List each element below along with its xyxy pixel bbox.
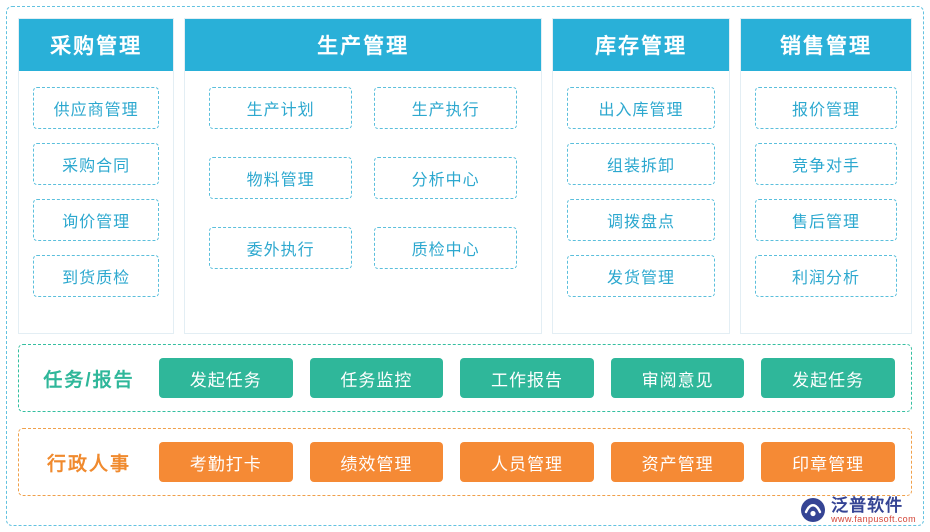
watermark-logo: 泛普软件 www.fanpusoft.com	[800, 495, 916, 524]
pill-review-comments[interactable]: 审阅意见	[610, 358, 745, 398]
module-item-competitor[interactable]: 竞争对手	[754, 143, 897, 185]
module-title-sales: 销售管理	[740, 19, 911, 71]
watermark-name: 泛普软件	[831, 495, 904, 515]
watermark-url: www.fanpusoft.com	[831, 513, 916, 524]
pill-create-task[interactable]: 发起任务	[159, 358, 293, 398]
module-production: 生产管理 生产计划 生产执行 物料管理 分析中心 委外执行 质检中心	[184, 18, 543, 334]
module-inventory: 库存管理 出入库管理 组装拆卸 调拨盘点 发货管理	[552, 18, 730, 334]
fanpu-logo-icon	[800, 497, 826, 523]
module-item-production-execution[interactable]: 生产执行	[374, 87, 518, 129]
module-title-production: 生产管理	[185, 19, 542, 71]
pill-personnel[interactable]: 人员管理	[460, 442, 594, 482]
outer-dashed-frame	[6, 6, 924, 526]
pill-seal-management[interactable]: 印章管理	[761, 442, 895, 482]
pill-attendance[interactable]: 考勤打卡	[159, 442, 293, 482]
module-title-purchase: 采购管理	[19, 19, 174, 71]
module-item-quotation[interactable]: 报价管理	[754, 87, 897, 129]
module-item-warehouse-inout[interactable]: 出入库管理	[567, 87, 715, 129]
module-item-transfer-stocktake[interactable]: 调拨盘点	[567, 199, 715, 241]
module-item-production-plan[interactable]: 生产计划	[209, 87, 353, 129]
pill-performance[interactable]: 绩效管理	[309, 442, 444, 482]
pill-asset-management[interactable]: 资产管理	[610, 442, 745, 482]
module-item-quality-center[interactable]: 质检中心	[374, 227, 518, 269]
band-label-admin-hr: 行政人事	[46, 453, 131, 475]
module-item-outsourcing[interactable]: 委外执行	[209, 227, 353, 269]
band-items-admin-hr: 考勤打卡 绩效管理 人员管理 资产管理 印章管理	[159, 442, 911, 482]
module-body-purchase: 供应商管理 采购合同 询价管理 到货质检	[19, 71, 173, 333]
band-items-task-report: 发起任务 任务监控 工作报告 审阅意见 发起任务	[159, 358, 911, 398]
module-item-after-sales[interactable]: 售后管理	[754, 199, 897, 241]
watermark-text: 泛普软件 www.fanpusoft.com	[831, 495, 916, 524]
module-body-sales: 报价管理 竞争对手 售后管理 利润分析	[741, 71, 911, 333]
band-task-report: 任务/报告 发起任务 任务监控 工作报告 审阅意见 发起任务	[18, 344, 912, 412]
module-item-inquiry[interactable]: 询价管理	[33, 199, 160, 241]
module-title-inventory: 库存管理	[553, 19, 729, 71]
pill-create-task-2[interactable]: 发起任务	[761, 358, 895, 398]
module-item-analysis-center[interactable]: 分析中心	[374, 157, 518, 199]
module-item-purchase-contract[interactable]: 采购合同	[33, 143, 160, 185]
module-item-assembly[interactable]: 组装拆卸	[567, 143, 715, 185]
module-item-arrival-inspection[interactable]: 到货质检	[33, 255, 160, 297]
module-item-profit-analysis[interactable]: 利润分析	[754, 255, 897, 297]
band-label-task-report: 任务/报告	[43, 369, 135, 391]
pill-work-report[interactable]: 工作报告	[460, 358, 594, 398]
module-body-production: 生产计划 生产执行 物料管理 分析中心 委外执行 质检中心	[185, 71, 541, 333]
module-sales: 销售管理 报价管理 竞争对手 售后管理 利润分析	[739, 18, 912, 334]
module-body-inventory: 出入库管理 组装拆卸 调拨盘点 发货管理	[553, 71, 729, 333]
module-columns: 采购管理 供应商管理 采购合同 询价管理 到货质检 生产管理 生产计划 生产执行…	[18, 18, 912, 334]
pill-task-monitor[interactable]: 任务监控	[309, 358, 444, 398]
module-purchase: 采购管理 供应商管理 采购合同 询价管理 到货质检	[18, 18, 175, 334]
module-item-supplier[interactable]: 供应商管理	[33, 87, 160, 129]
module-item-shipping[interactable]: 发货管理	[567, 255, 715, 297]
band-admin-hr: 行政人事 考勤打卡 绩效管理 人员管理 资产管理 印章管理	[18, 428, 912, 496]
module-item-material[interactable]: 物料管理	[209, 157, 353, 199]
